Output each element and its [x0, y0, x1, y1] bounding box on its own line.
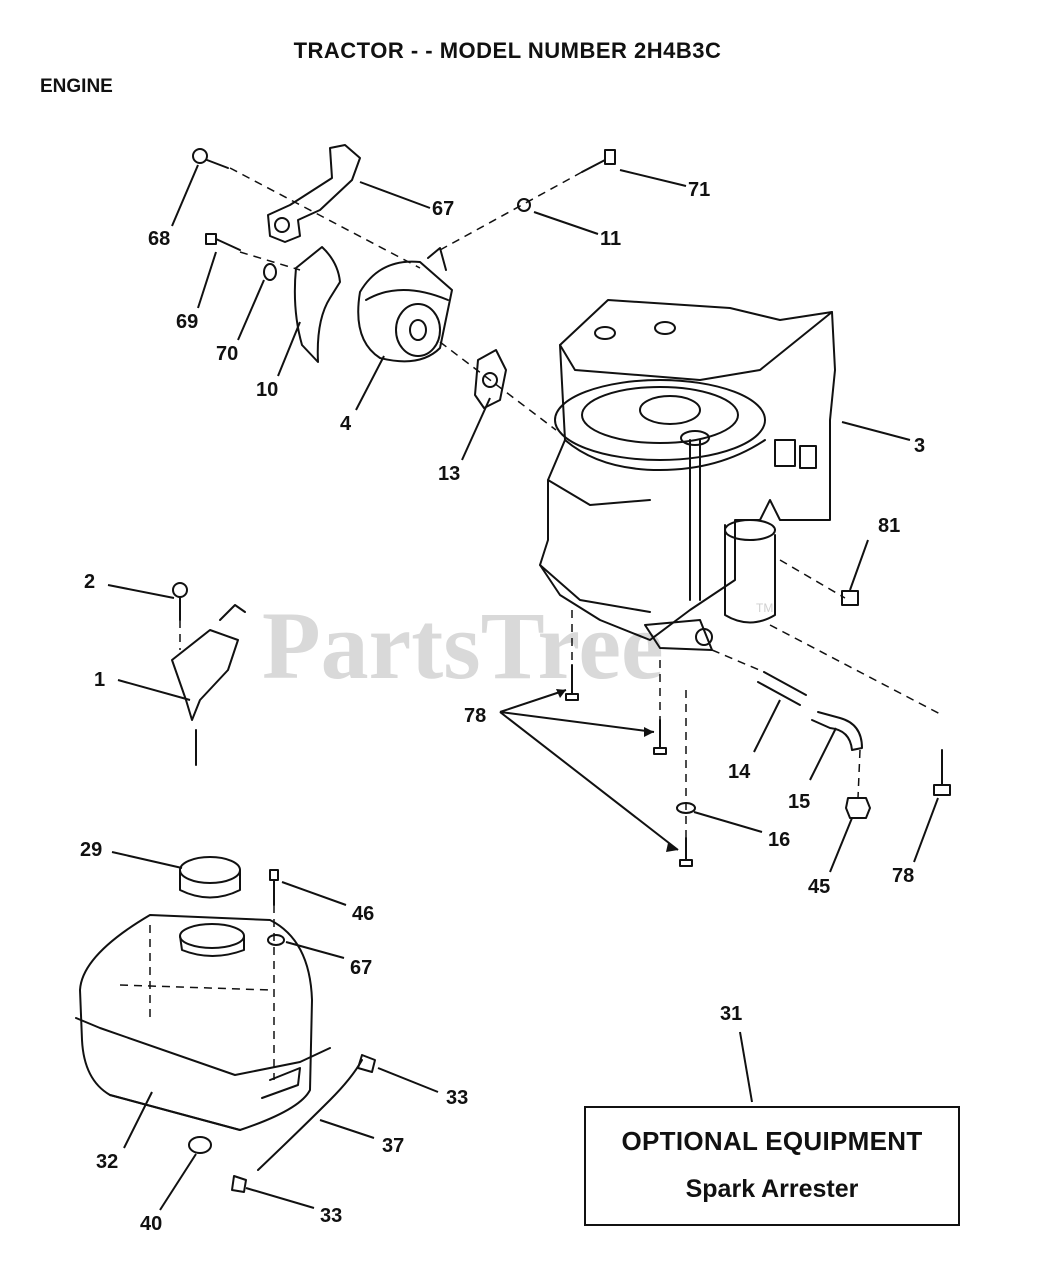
fuel-cap-part [179, 856, 241, 899]
watermark-tm: TM [756, 601, 773, 615]
callout-78: 78 [892, 865, 914, 887]
callout-3: 3 [914, 435, 925, 457]
optional-equipment-box: OPTIONAL EQUIPMENT Spark Arrester [584, 1106, 960, 1226]
callout-67: 67 [432, 198, 454, 220]
muffler-bracket-part [267, 144, 361, 243]
callout-37: 37 [382, 1135, 404, 1157]
leader-arrowheads [556, 689, 678, 852]
fuel-line-parts [188, 1054, 376, 1193]
drain-pipe-part [757, 671, 863, 751]
callout-14: 14 [728, 761, 751, 783]
callout-31: 32 [96, 1151, 118, 1173]
callout-11: 11 [600, 228, 621, 250]
callout-70: 70 [216, 343, 238, 365]
callout-33-lower: 33 [320, 1205, 342, 1227]
callout-69: 69 [176, 311, 198, 333]
heat-shield-part [293, 246, 341, 363]
callout-38: 45 [808, 876, 830, 898]
callout-33-upper: 33 [446, 1087, 468, 1109]
callout-10: 10 [256, 379, 278, 401]
callout-4: 4 [340, 413, 352, 435]
alignment-lines [119, 167, 943, 1080]
callout-1: 1 [94, 669, 105, 691]
callout-labels: 67 68 71 11 69 70 10 4 13 3 81 2 1 78 14… [80, 179, 925, 1235]
gasket-part [474, 349, 507, 409]
callout-68: 68 [148, 228, 170, 250]
callout-71: 71 [688, 179, 710, 201]
callout-46: 67 [350, 957, 372, 979]
callout-13: 13 [438, 463, 460, 485]
fuel-tank-part [75, 914, 331, 1131]
callout-32: 29 [80, 839, 102, 861]
callout-40: 40 [140, 1213, 162, 1235]
optional-equipment-item: Spark Arrester [685, 1175, 859, 1203]
callout-81: 81 [878, 515, 900, 537]
section-label: ENGINE [40, 76, 113, 97]
watermark: PartsTree [262, 592, 664, 699]
tank-screw-parts [267, 869, 285, 946]
callout-15: 15 [788, 791, 810, 813]
callout-45: 46 [352, 903, 374, 925]
callout-78-group: 78 [464, 705, 486, 727]
callout-16: 16 [768, 829, 790, 851]
muffler-part [357, 247, 453, 363]
optional-equipment-title: OPTIONAL EQUIPMENT [621, 1126, 923, 1156]
callout-2: 2 [84, 571, 95, 593]
throttle-control-part [171, 582, 246, 766]
fasteners [192, 148, 951, 867]
callout-29: 31 [720, 1003, 742, 1025]
page-title: TRACTOR - - MODEL NUMBER 2H4B3C [293, 38, 722, 63]
engine-part [539, 299, 836, 651]
leader-lines [107, 164, 939, 1211]
